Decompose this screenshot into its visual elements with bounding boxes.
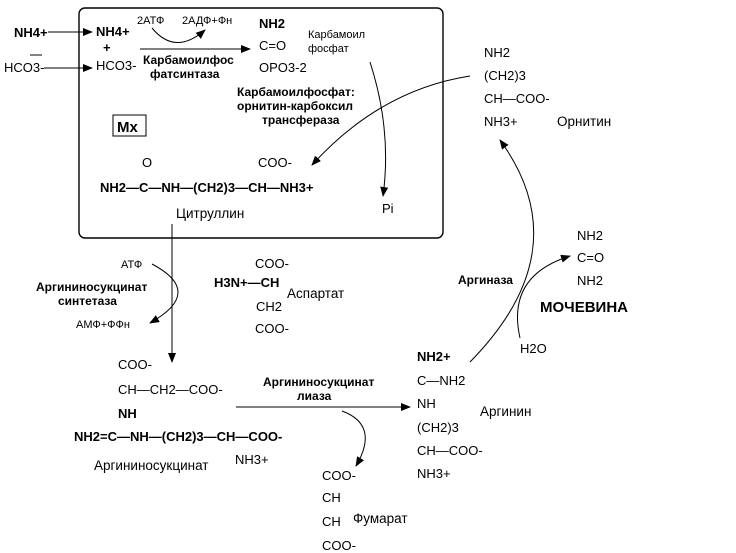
- cps-enzyme-line1: Карбамоилфос: [143, 53, 234, 67]
- carbamoyl-phosphate-name-1: Карбамоил: [308, 29, 365, 41]
- argininosuccinate-nh: NH: [118, 406, 137, 421]
- lyase-to-fumarate-arrow: [341, 410, 366, 467]
- carbamoyl-phosphate-to-pi-arrow: [369, 61, 389, 197]
- otc-enzyme-line3: трансфераза: [262, 113, 340, 127]
- aspartate-ch2: CH2: [256, 299, 282, 314]
- mito-label-frame: [112, 114, 147, 137]
- plus-sign: +: [103, 40, 111, 55]
- argininosuccinate-coo: COO-: [118, 357, 152, 372]
- fumarate-coo-top: COO-: [322, 468, 356, 483]
- arginase-label: Аргиназа: [458, 273, 513, 287]
- aspartate-h3n-ch: H3N+—CH: [214, 275, 279, 290]
- citrulline-o: O: [142, 155, 152, 170]
- as-synthetase-line2: синтетаза: [58, 294, 117, 308]
- arginine-nh2-plus: NH2+: [417, 349, 451, 364]
- ornithine-nh3: NH3+: [484, 114, 518, 129]
- arginine-name: Аргинин: [480, 404, 531, 419]
- otc-enzyme-line2: орнитин-карбоксил: [237, 99, 353, 113]
- citrulline-coo: COO-: [258, 155, 292, 170]
- ornithine-nh2: NH2: [484, 45, 510, 60]
- arginine-ch-coo: CH—COO-: [417, 443, 483, 458]
- fumarate-name: Фумарат: [353, 511, 408, 526]
- atp-adp-curve-arrow: [151, 27, 206, 43]
- arginine-ch2: (CH2)3: [417, 420, 459, 435]
- arginine-nh: NH: [417, 396, 436, 411]
- arginase-to-urea-arrow: [516, 254, 571, 339]
- urea-name: МОЧЕВИНА: [540, 299, 628, 316]
- hco3-outside: HCO3-: [4, 60, 44, 75]
- cps-enzyme-line2: фатсинтаза: [150, 67, 220, 81]
- arginine-to-ornithine-arrow: [469, 139, 535, 363]
- atp-label: АТФ: [121, 259, 142, 271]
- citrulline-chain: NH2—C—NH—(CH2)3—CH—NH3+: [100, 180, 314, 195]
- pi-label: Pi: [382, 201, 394, 216]
- fumarate-ch2: CH: [322, 514, 341, 529]
- argininosuccinate-nh3: NH3+: [235, 452, 269, 467]
- water-label: H2O: [520, 341, 547, 356]
- arginine-c-nh2: C—NH2: [417, 373, 465, 388]
- carbamoyl-phosphate-nh2: NH2: [259, 16, 285, 31]
- urea-nh2-top: NH2: [577, 228, 603, 243]
- aspartate-name: Аспартат: [287, 286, 344, 301]
- argininosuccinate-main-chain: NH2=C—NH—(CH2)3—CH—COO-: [74, 429, 282, 444]
- aspartate-coo-top: COO-: [255, 256, 289, 271]
- adp-2-label: 2АДФ+Фн: [182, 15, 232, 27]
- lyase-enzyme-line1: Аргининосукцинат: [263, 375, 374, 389]
- argininosuccinate-ch-chain: CH—CH2—COO-: [118, 382, 223, 397]
- mito-box-label: Мх: [117, 119, 138, 136]
- urea-c-o: C=O: [577, 250, 604, 265]
- carbamoyl-phosphate-co: C=O: [259, 38, 286, 53]
- mitochondrion-box: [78, 7, 444, 239]
- nh4-outside: NH4+: [14, 25, 48, 40]
- lyase-enzyme-line2: лиаза: [297, 389, 332, 403]
- ornithine-ch-coo: CH—COO-: [484, 91, 550, 106]
- ornithine-name: Орнитин: [557, 114, 611, 129]
- citrulline-name: Цитруллин: [176, 206, 244, 221]
- urea-nh2-bottom: NH2: [577, 273, 603, 288]
- carbamoyl-phosphate-name-2: фосфат: [308, 43, 349, 55]
- otc-enzyme-line1: Карбамоилфосфат:: [237, 85, 355, 99]
- arginine-nh3: NH3+: [417, 466, 451, 481]
- as-synthetase-line1: Аргининосукцинат: [36, 280, 147, 294]
- carbamoyl-phosphate-opo3: OPO3-2: [259, 60, 307, 75]
- ornithine-to-citrulline-arrow: [311, 75, 471, 166]
- atp-2-label: 2АТФ: [137, 15, 164, 27]
- hco3-inside: HCO3-: [96, 58, 136, 73]
- argininosuccinate-name: Аргининосукцинат: [94, 458, 208, 473]
- atp-amp-curve-arrow: [149, 263, 179, 324]
- ornithine-ch2: (CH2)3: [484, 68, 526, 83]
- nh4-inside: NH4+: [96, 24, 130, 39]
- aspartate-coo-bottom: COO-: [255, 321, 289, 336]
- fumarate-coo-bottom: COO-: [322, 538, 356, 553]
- amp-label: АМФ+ФФн: [76, 319, 130, 331]
- fumarate-ch1: CH: [322, 490, 341, 505]
